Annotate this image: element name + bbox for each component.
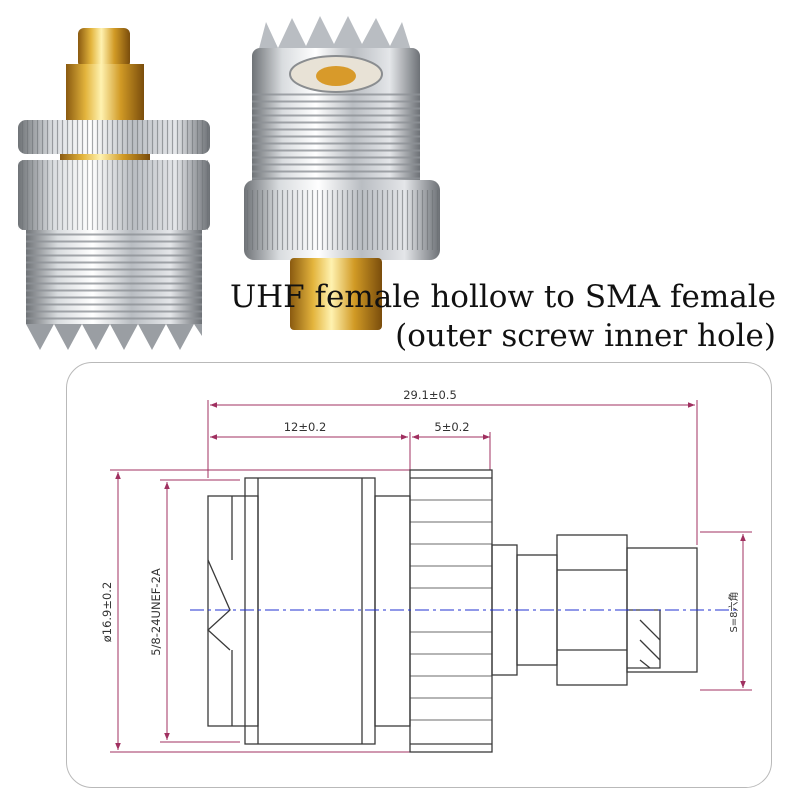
dim-body-length: 12±0.2 [284, 420, 327, 434]
knurl-pattern [410, 499, 492, 721]
product-photo [18, 16, 440, 350]
product-caption: UHF female hollow to SMA female (outer s… [176, 278, 776, 356]
dim-nut-length: 5±0.2 [434, 420, 469, 434]
dim-hex-size: S=8六角 [728, 591, 740, 632]
part-outline [207, 469, 698, 753]
caption-line-2: (outer screw inner hole) [395, 318, 776, 354]
caption-line-1: UHF female hollow to SMA female [230, 279, 776, 315]
right-adapter-photo [244, 16, 440, 330]
dimension-lines [110, 400, 752, 753]
dim-overall-length: 29.1±0.5 [403, 388, 457, 402]
dim-outer-diameter: ø16.9±0.2 [100, 582, 114, 643]
left-adapter-photo [18, 28, 210, 350]
drawing-frame [66, 362, 772, 788]
dim-thread-spec: 5/8-24UNEF-2A [149, 568, 163, 656]
